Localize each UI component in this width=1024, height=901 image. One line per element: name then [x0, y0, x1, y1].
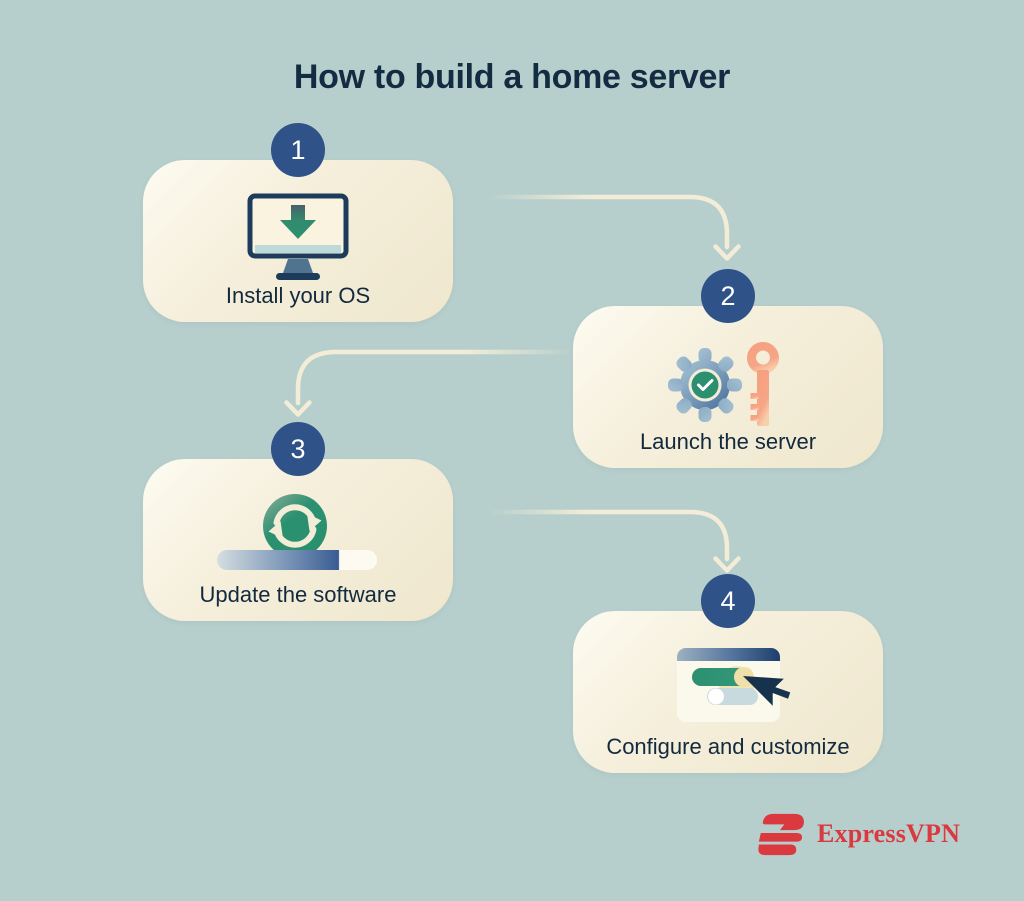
cursor-pointer: [743, 676, 791, 706]
step-4-label: Configure and customize: [606, 734, 850, 759]
expressvpn-logo-icon: [758, 813, 804, 856]
sync-progress-icon: [217, 494, 377, 570]
step-3-label: Update the software: [199, 582, 397, 607]
step-1-number: 1: [290, 134, 306, 165]
step-card-1: 1 Install your OS: [143, 123, 453, 322]
arrow-step1-to-step2-head: [713, 244, 741, 261]
settings-toggles-cursor-icon: [677, 648, 791, 722]
arrow-step3-to-step4: [489, 509, 730, 562]
page-title: How to build a home server: [293, 58, 731, 96]
step-card-4: 4: [573, 574, 883, 773]
arrow-step2-to-step3: [295, 349, 571, 406]
step-card-2: 2: [573, 269, 883, 468]
arrow-step3-to-step4-head: [713, 556, 741, 573]
step-4-number: 4: [720, 585, 736, 616]
step-3-number-badge: 3: [271, 422, 325, 476]
monitor-download-icon: [247, 193, 349, 280]
step-4-number-badge: 4: [701, 574, 755, 628]
arrow-step1-to-step2: [489, 194, 730, 250]
brand-name: ExpressVPN: [817, 819, 961, 848]
step-2-number-badge: 2: [701, 269, 755, 323]
step-3-number: 3: [290, 433, 306, 464]
step-1-label: Install your OS: [225, 283, 371, 308]
step-2-label: Launch the server: [639, 429, 817, 454]
step-2-number: 2: [720, 280, 736, 311]
gear-check-key-icon: [668, 342, 779, 426]
arrow-step2-to-step3-head: [284, 400, 312, 417]
step-1-number-badge: 1: [271, 123, 325, 177]
brand-logo: ExpressVPN: [752, 810, 960, 858]
step-card-3: 3: [143, 422, 453, 621]
